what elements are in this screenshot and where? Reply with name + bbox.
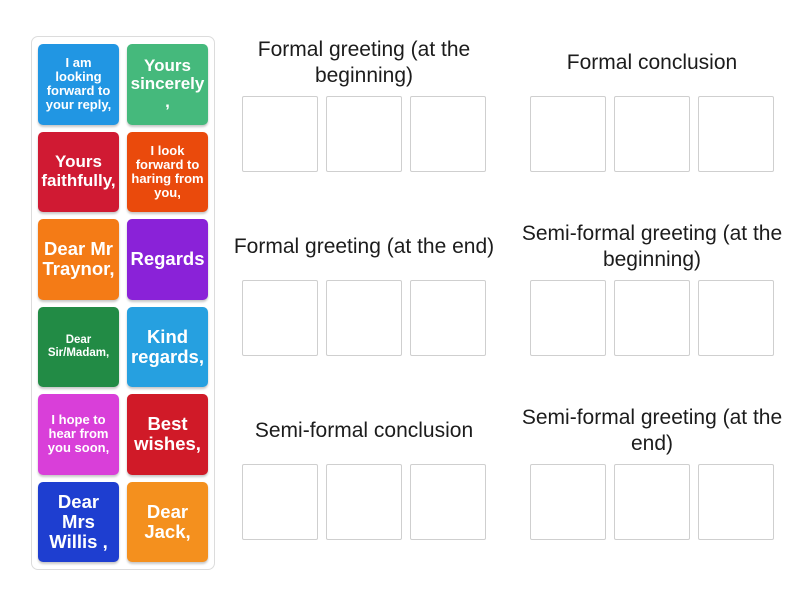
drop-slot[interactable]	[530, 464, 606, 540]
word-tile[interactable]: Regards	[127, 219, 208, 300]
word-tile-label: Kind regards,	[130, 325, 204, 367]
word-tile-label: Dear Sir/Madam,	[47, 334, 110, 359]
drop-slot[interactable]	[614, 96, 690, 172]
word-tile-label: Yours faithfully,	[41, 152, 116, 190]
category-grid: Formal greeting (at the beginning) Formal…	[228, 30, 788, 578]
drop-slot[interactable]	[410, 96, 486, 172]
word-tile-grid: I am looking forward to your reply, Yours…	[38, 44, 208, 562]
word-tile-label: Dear Jack,	[144, 500, 191, 542]
word-bank-panel: I am looking forward to your reply, Yours…	[31, 36, 215, 570]
drop-slot[interactable]	[242, 464, 318, 540]
category-group: Semi-formal greeting (at the end)	[516, 398, 788, 578]
drop-slot-row	[530, 96, 774, 172]
word-tile-label: Dear Mr Traynor,	[42, 238, 115, 280]
category-group: Semi-formal greeting (at the beginning)	[516, 214, 788, 394]
category-title: Formal greeting (at the end)	[233, 234, 495, 258]
word-tile-label: Yours sincerely,	[130, 55, 205, 112]
drop-slot[interactable]	[242, 96, 318, 172]
category-title: Semi-formal conclusion	[254, 418, 474, 442]
word-tile-label: Dear Mrs Willis ,	[49, 490, 108, 552]
drop-slot[interactable]	[326, 96, 402, 172]
word-tile[interactable]: Yours sincerely,	[127, 44, 208, 125]
word-tile[interactable]: I am looking forward to your reply,	[38, 44, 119, 125]
category-title: Formal greeting (at the beginning)	[257, 37, 471, 87]
word-tile[interactable]: Dear Sir/Madam,	[38, 306, 119, 387]
word-tile[interactable]: Dear Mrs Willis ,	[38, 481, 119, 562]
drop-slot[interactable]	[530, 96, 606, 172]
drop-slot-row	[530, 464, 774, 540]
drop-slot[interactable]	[530, 280, 606, 356]
drop-slot[interactable]	[326, 280, 402, 356]
word-tile-label: I hope to hear from you soon,	[47, 412, 110, 456]
word-tile[interactable]: Best wishes,	[127, 394, 208, 475]
drop-slot[interactable]	[698, 280, 774, 356]
drop-slot[interactable]	[326, 464, 402, 540]
word-tile-label: Best wishes,	[134, 413, 201, 455]
drop-slot[interactable]	[242, 280, 318, 356]
word-tile[interactable]: I hope to hear from you soon,	[38, 394, 119, 475]
category-group: Semi-formal conclusion	[228, 398, 500, 578]
drop-slot[interactable]	[698, 96, 774, 172]
category-title: Semi-formal greeting (at the end)	[521, 405, 783, 455]
word-tile[interactable]: Kind regards,	[127, 306, 208, 387]
word-tile-label: I look forward to haring from you,	[131, 142, 204, 200]
drop-slot-row	[242, 464, 486, 540]
word-tile-label: Regards	[130, 248, 205, 270]
drop-slot-row	[242, 96, 486, 172]
word-tile[interactable]: I look forward to haring from you,	[127, 131, 208, 212]
drop-slot[interactable]	[614, 464, 690, 540]
category-group: Formal conclusion	[516, 30, 788, 210]
drop-slot[interactable]	[410, 464, 486, 540]
category-title: Formal conclusion	[566, 50, 738, 74]
word-tile[interactable]: Yours faithfully,	[38, 131, 119, 212]
category-title: Semi-formal greeting (at the beginning)	[521, 221, 783, 271]
drop-slot[interactable]	[698, 464, 774, 540]
category-group: Formal greeting (at the end)	[228, 214, 500, 394]
word-tile-label: I am looking forward to your reply,	[45, 55, 112, 113]
drop-slot-row	[530, 280, 774, 356]
drop-slot[interactable]	[614, 280, 690, 356]
drop-slot[interactable]	[410, 280, 486, 356]
drop-slot-row	[242, 280, 486, 356]
category-group: Formal greeting (at the beginning)	[228, 30, 500, 210]
word-tile[interactable]: Dear Jack,	[127, 481, 208, 562]
word-tile[interactable]: Dear Mr Traynor,	[38, 219, 119, 300]
